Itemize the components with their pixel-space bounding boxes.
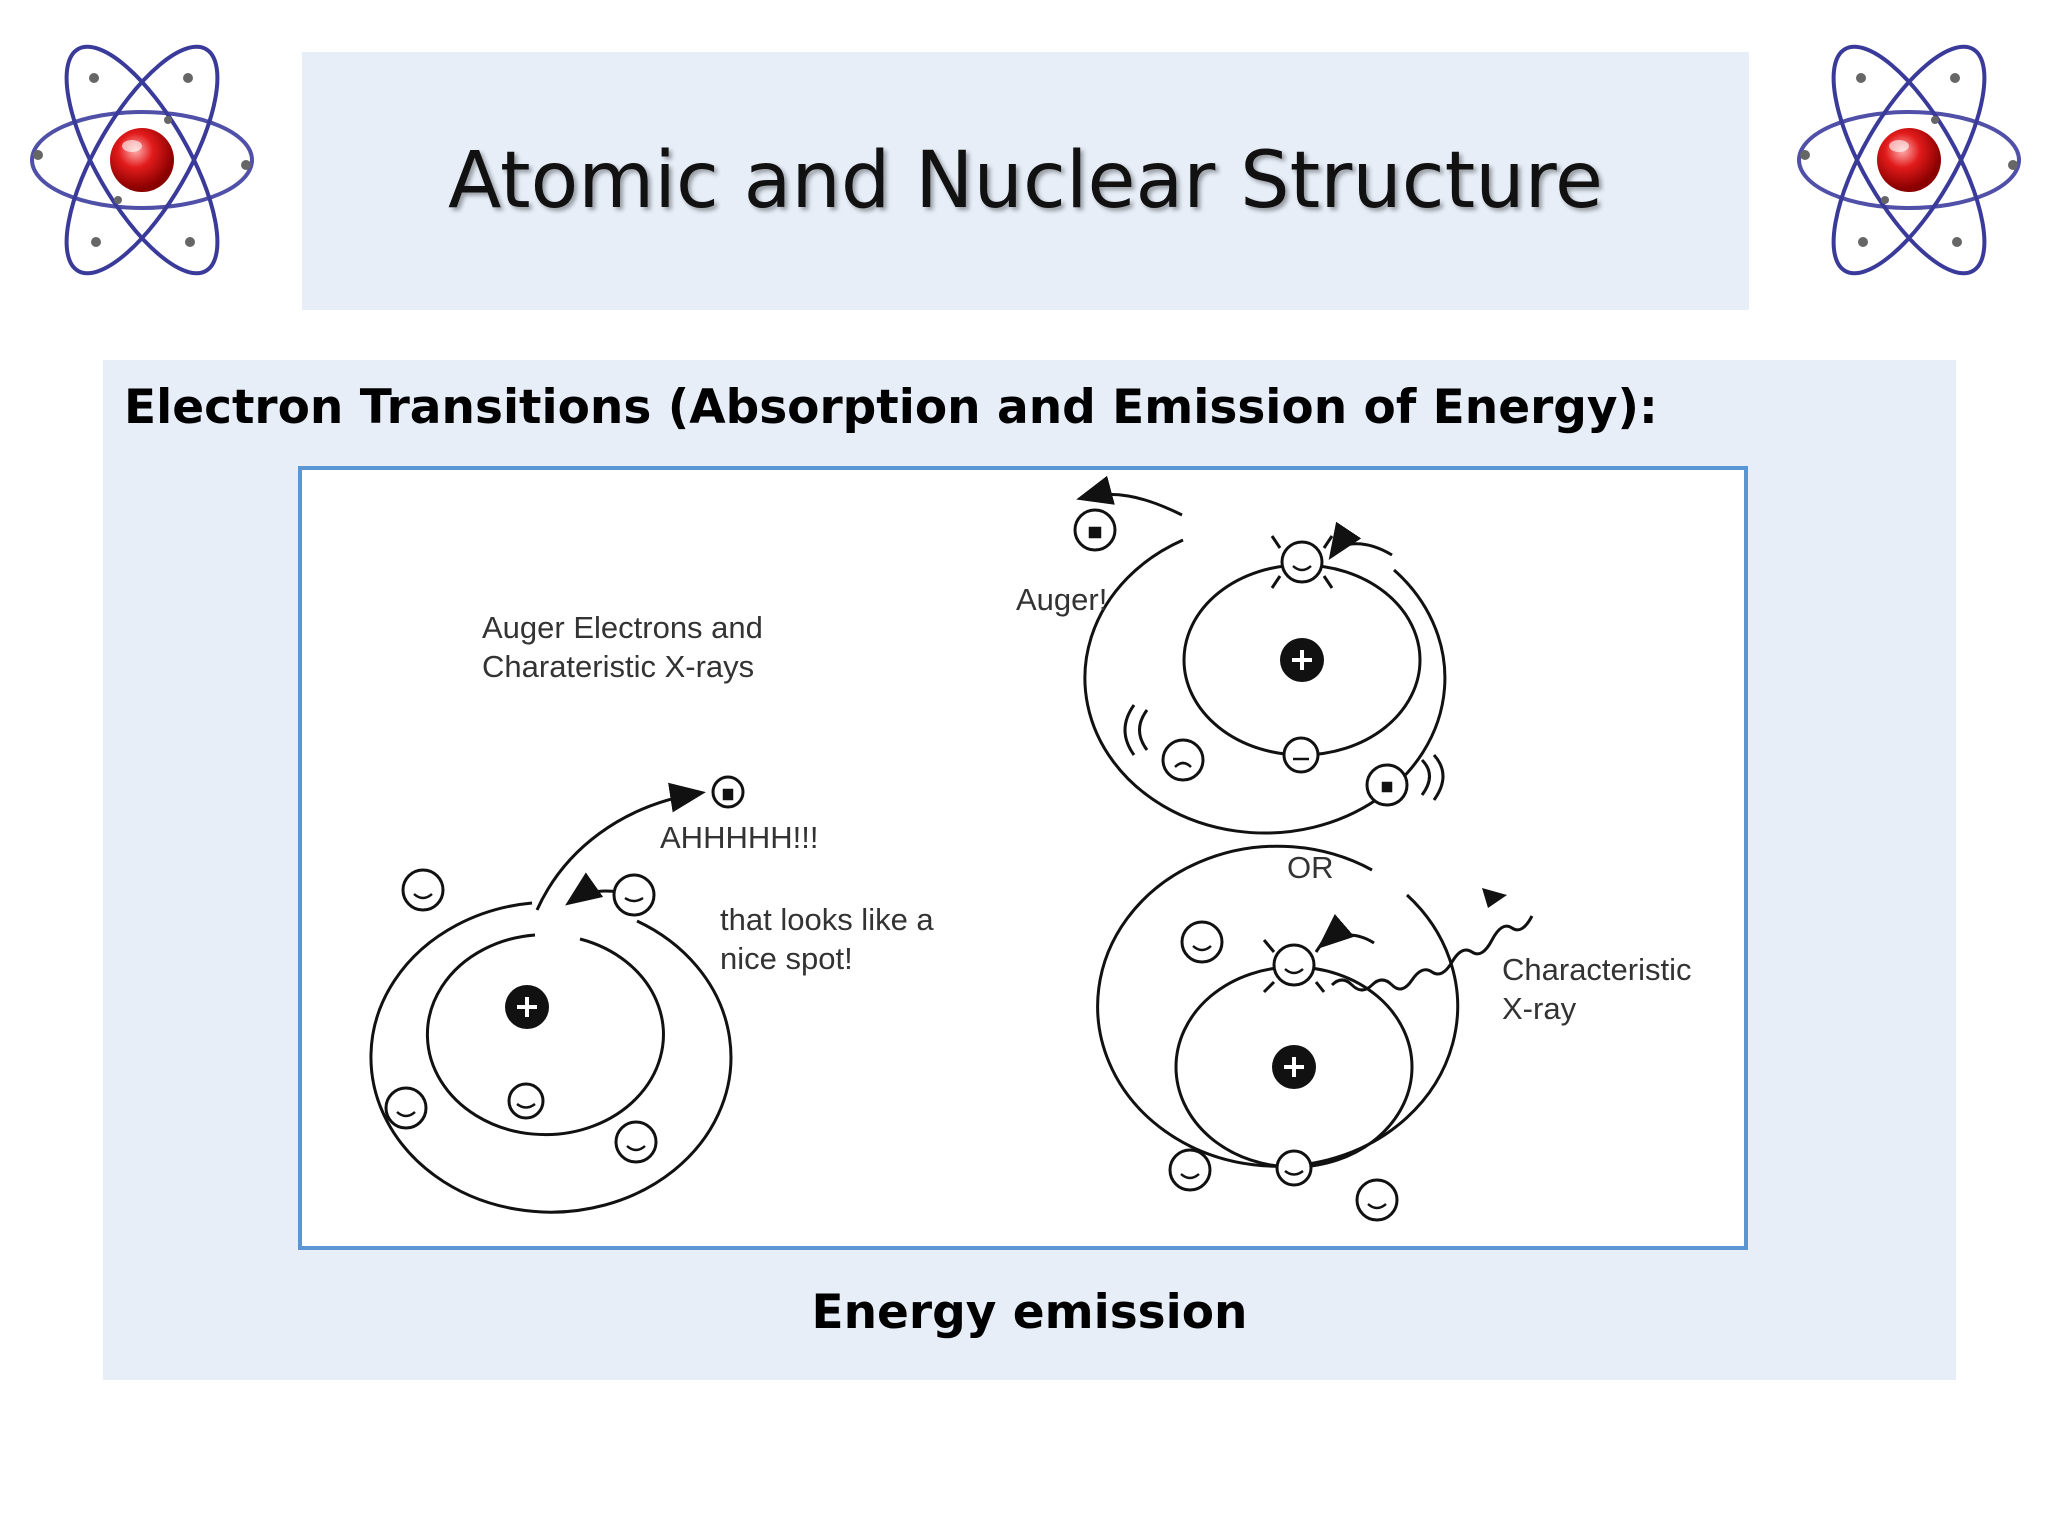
smiley-faces-auger <box>1088 526 1393 793</box>
atom-logo-right-icon <box>1797 44 2021 276</box>
xray-nucleus-icon <box>1272 1045 1316 1089</box>
content-panel: Electron Transitions (Absorption and Emi… <box>103 360 1956 1380</box>
left-nucleus-icon <box>505 985 549 1029</box>
electron-smiley-icon <box>384 775 745 1164</box>
page-title: Atomic and Nuclear Structure <box>448 136 1603 226</box>
electron-transition-diagram <box>369 475 1534 1222</box>
label-auger: Auger! <box>1016 582 1108 617</box>
auger-nucleus-icon <box>1280 638 1324 682</box>
smiley-faces-xray <box>1180 945 1387 1210</box>
label-characteristic-xray: Characteristic X-ray <box>1502 952 1692 1026</box>
xray-arrowhead-icon <box>1482 888 1507 908</box>
atom-logo-left-icon <box>30 44 254 276</box>
label-ahhh: AHHHHH!!! <box>660 820 819 855</box>
label-or: OR <box>1287 850 1334 885</box>
label-nice-spot: that looks like a nice spot! <box>720 902 934 976</box>
title-banner: Atomic and Nuclear Structure <box>302 52 1749 310</box>
figure-caption: Energy emission <box>811 1285 1248 1340</box>
section-heading: Electron Transitions (Absorption and Emi… <box>124 380 1658 435</box>
xray-electrons-icon <box>1168 920 1399 1222</box>
xray-atom <box>1096 844 1534 1169</box>
diagram-frame: Auger Electrons and Charateristic X-rays… <box>298 466 1748 1250</box>
smiley-faces-left <box>396 788 734 1152</box>
label-auger-title: Auger Electrons and Charateristic X-rays <box>482 610 763 684</box>
auger-electrons-icon <box>1073 508 1409 807</box>
